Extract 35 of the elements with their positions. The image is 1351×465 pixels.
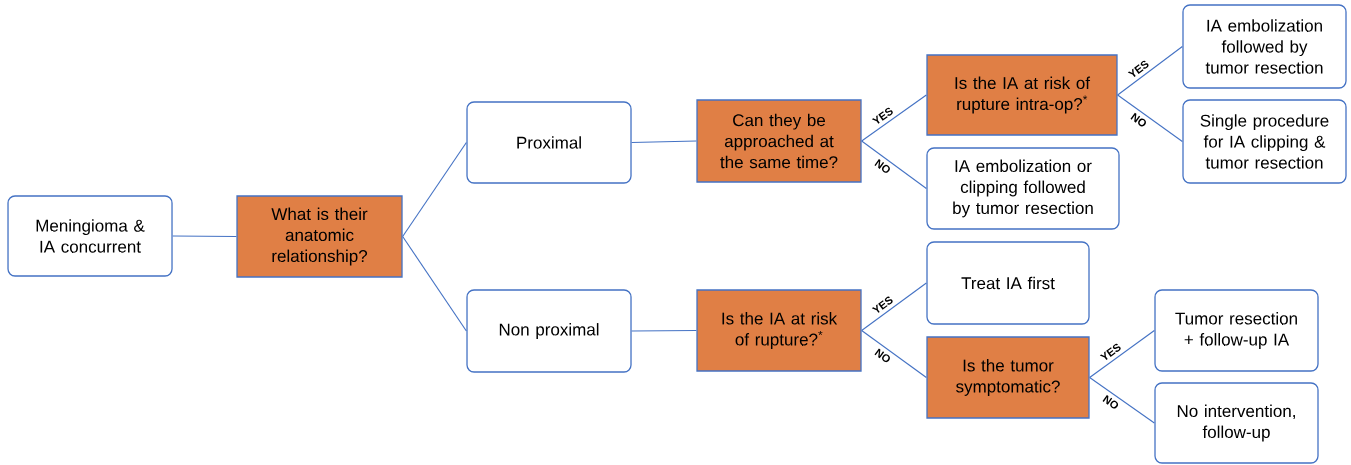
decision-box: Is the tumor symptomatic?: [926, 336, 1090, 419]
outcome-box: Meningioma & IA concurrent: [7, 195, 173, 277]
decision-box: Can they be approached at the same time?: [696, 99, 862, 183]
edge-label: YES: [870, 105, 896, 127]
connector-line: [861, 94, 927, 142]
connector-line: [1117, 94, 1183, 143]
decision-box: What is their anatomic relationship?: [236, 195, 403, 278]
edge-label: NO: [872, 157, 894, 176]
edge-label: YES: [1126, 58, 1152, 81]
connector-line: [402, 235, 467, 332]
edge-label: YES: [1098, 341, 1124, 364]
connector-line: [1117, 45, 1183, 96]
decision-box: Is the IA at risk of rupture?$^{*}$: [696, 289, 862, 372]
outcome-box: Treat IA first: [926, 241, 1090, 325]
connector-line: [631, 329, 697, 332]
connector-line: [172, 235, 237, 238]
decision-box: Is the IA at risk of rupture intra-op?$^{*}$: [926, 54, 1118, 136]
edge-label: NO: [1128, 110, 1150, 130]
outcome-box: Proximal: [466, 101, 632, 184]
connector-line: [1089, 329, 1155, 379]
outcome-box: No intervention, follow-up: [1154, 382, 1319, 464]
connector-line: [861, 282, 927, 332]
edge-label: NO: [872, 346, 894, 366]
connector-line: [861, 140, 927, 190]
connector-line: [402, 141, 467, 238]
outcome-box: Tumor resection + follow-up IA: [1154, 289, 1319, 372]
edge-label: YES: [870, 293, 896, 316]
outcome-box: Non proximal: [466, 289, 632, 373]
connector-line: [1089, 376, 1155, 424]
connector-line: [631, 140, 697, 144]
connector-line: [861, 329, 927, 379]
outcome-box: IA embolization or clipping followed by tumor resection: [926, 147, 1120, 230]
outcome-box: Single procedure for IA clipping & tumor resection: [1182, 99, 1347, 184]
edge-label: NO: [1100, 393, 1122, 412]
outcome-box: IA embolization followed by tumor resection: [1182, 4, 1347, 89]
